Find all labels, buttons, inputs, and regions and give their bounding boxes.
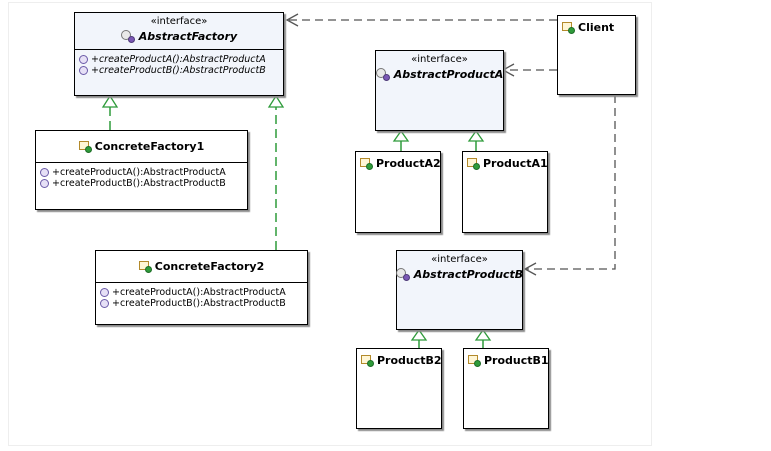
operation-icon: [100, 299, 109, 308]
product-b1-class[interactable]: ProductB1: [463, 348, 549, 429]
operation-row: +createProductA():AbstractProductA: [79, 54, 283, 65]
class-icon: [138, 260, 152, 273]
operation-row: +createProductB():AbstractProductB: [79, 65, 283, 76]
abstract-product-b-interface[interactable]: «interface» AbstractProductB: [395, 250, 524, 330]
operation-icon: [79, 55, 88, 64]
dependency-client-abstractproducta: [501, 63, 557, 77]
operation-row: +createProductB():AbstractProductB: [100, 298, 307, 309]
operation-row: +createProductB():AbstractProductB: [40, 178, 247, 189]
realization-productb1: [474, 328, 492, 348]
operation-label: +createProductB():AbstractProductB: [91, 65, 266, 76]
concrete-factory-2-operations: +createProductA():AbstractProductA +crea…: [96, 283, 307, 309]
abstract-product-a-interface[interactable]: «interface» AbstractProductA: [375, 50, 504, 131]
operation-label: +createProductB():AbstractProductB: [52, 178, 226, 189]
interface-icon: [395, 268, 411, 281]
realization-arrowhead: [410, 328, 428, 341]
abstract-factory-operations: +createProductA():AbstractProductA +crea…: [75, 50, 283, 76]
client-name: Client: [578, 21, 615, 34]
realization-arrowhead: [474, 328, 492, 341]
product-a1-class[interactable]: ProductA1: [462, 151, 548, 233]
product-a2-class[interactable]: ProductA2: [355, 151, 441, 233]
abstract-factory-header: «interface» AbstractFactory: [75, 13, 283, 43]
realization-producta2: [392, 129, 410, 151]
realization-concretefactory1: [101, 94, 119, 130]
operation-label: +createProductA():AbstractProductA: [112, 287, 286, 298]
realization-arrowhead: [267, 94, 285, 108]
class-icon: [360, 157, 373, 170]
dependency-client-abstractfactory: [285, 13, 557, 27]
abstract-factory-name: AbstractFactory: [138, 30, 238, 43]
operation-icon: [40, 179, 49, 188]
concrete-factory-1-name: ConcreteFactory1: [94, 140, 205, 153]
abstract-product-a-name: AbstractProductA: [393, 68, 504, 81]
concrete-factory-2-name: ConcreteFactory2: [154, 260, 265, 273]
operation-row: +createProductA():AbstractProductA: [100, 287, 307, 298]
operation-label: +createProductA():AbstractProductA: [52, 167, 226, 178]
class-icon: [78, 140, 92, 153]
stereotype-label: «interface»: [411, 54, 468, 65]
client-class[interactable]: Client: [557, 15, 636, 95]
realization-arrowhead: [467, 129, 485, 142]
operation-icon: [79, 66, 88, 75]
product-b2-class[interactable]: ProductB2: [356, 348, 442, 429]
concrete-factory-2-class[interactable]: ConcreteFactory2 +createProductA():Abstr…: [95, 250, 308, 325]
class-icon: [467, 157, 480, 170]
realization-producta1: [467, 129, 485, 151]
product-b2-name: ProductB2: [377, 354, 442, 367]
stereotype-label: «interface»: [431, 254, 488, 265]
class-icon: [361, 354, 374, 367]
operation-row: +createProductA():AbstractProductA: [40, 167, 247, 178]
operation-icon: [40, 168, 49, 177]
operation-icon: [100, 288, 109, 297]
class-icon: [562, 21, 575, 34]
product-a1-name: ProductA1: [483, 157, 548, 170]
stereotype-label: «interface»: [150, 16, 208, 27]
concrete-factory-1-class[interactable]: ConcreteFactory1 +createProductA():Abstr…: [35, 130, 248, 210]
concrete-factory-1-operations: +createProductA():AbstractProductA +crea…: [36, 163, 247, 189]
dependency-client-abstractproductb: [523, 95, 616, 276]
realization-concretefactory2: [267, 94, 285, 250]
product-b1-name: ProductB1: [484, 354, 549, 367]
abstract-factory-interface[interactable]: «interface» AbstractFactory +createProdu…: [74, 12, 284, 96]
realization-arrowhead: [392, 129, 410, 142]
interface-icon: [375, 68, 391, 81]
operation-label: +createProductB():AbstractProductB: [112, 298, 286, 309]
operation-label: +createProductA():AbstractProductA: [91, 54, 266, 65]
product-a2-name: ProductA2: [376, 157, 441, 170]
abstract-product-b-name: AbstractProductB: [413, 268, 524, 281]
class-icon: [468, 354, 481, 367]
realization-productb2: [410, 328, 428, 348]
interface-icon: [120, 30, 136, 43]
realization-arrowhead: [101, 94, 119, 108]
